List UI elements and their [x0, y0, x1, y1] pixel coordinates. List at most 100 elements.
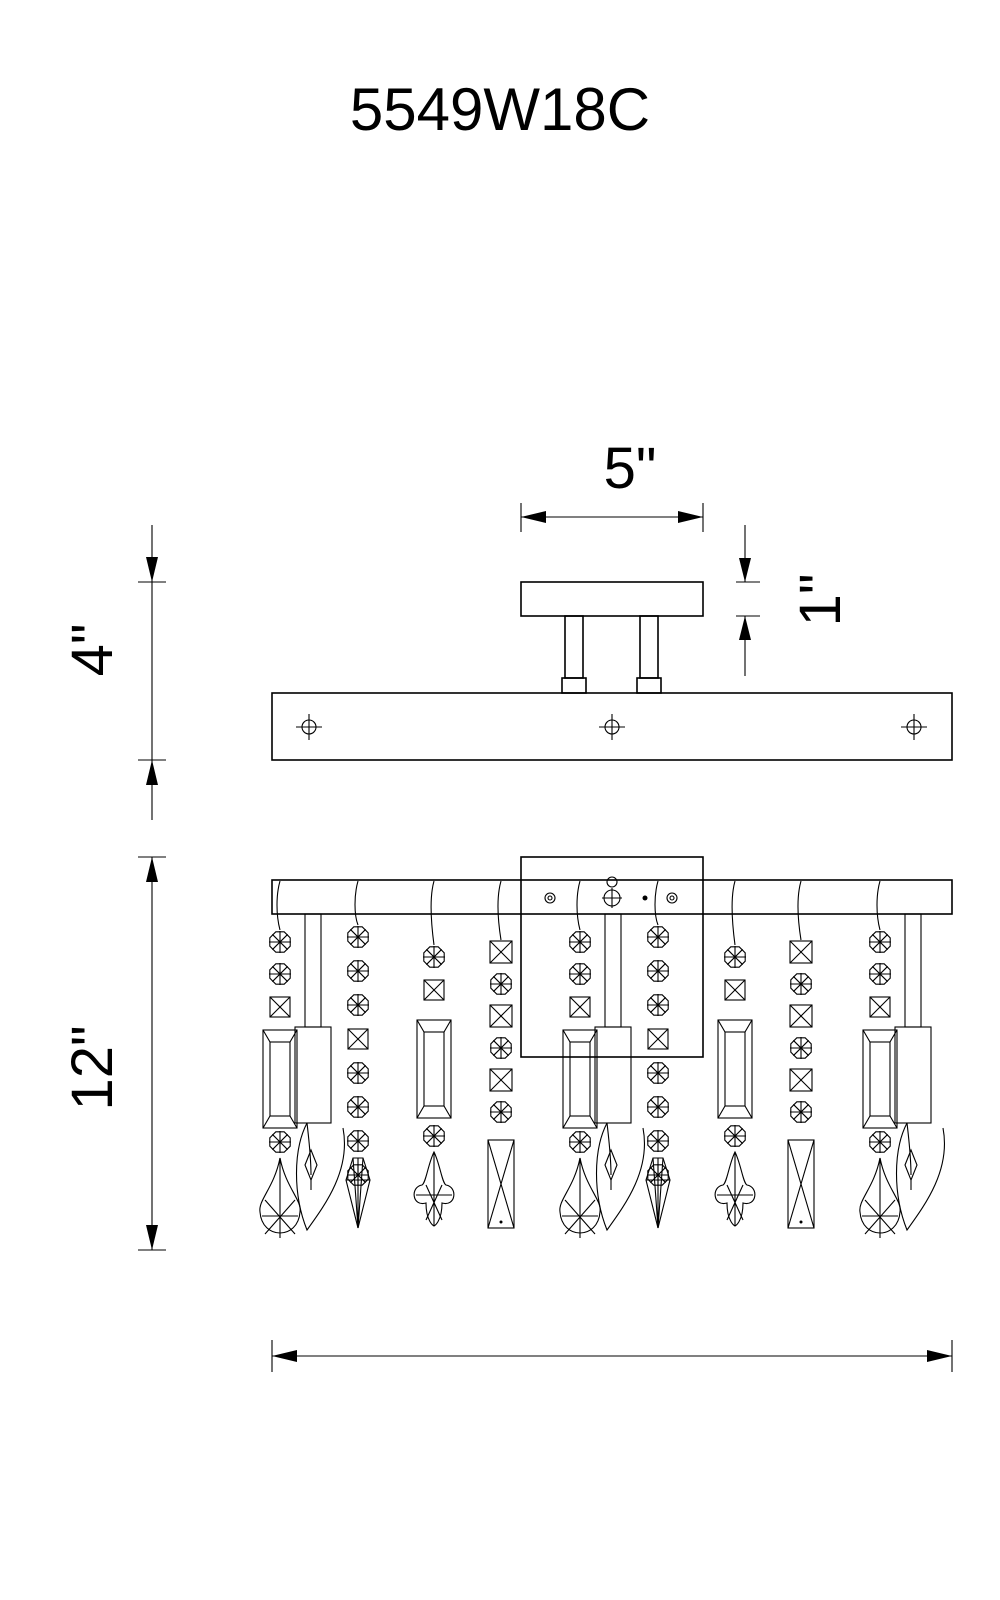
dimension-fixture-height-label: 12": [60, 1025, 125, 1110]
crystal-prism-icon: [416, 1019, 452, 1119]
crystal-octagon-icon: [347, 994, 369, 1016]
crystal-square-icon: [789, 1004, 813, 1028]
candle-bulb-icon: [894, 913, 945, 1232]
crystal-octagon-icon: [490, 1037, 512, 1059]
arrowhead-icon: [927, 1350, 952, 1362]
arrowhead-icon: [146, 557, 158, 582]
mounting-hole-crosshair-icon: [599, 714, 625, 740]
canopy-rod-right: [636, 615, 662, 694]
front-view: [259, 856, 953, 1238]
dimension-overall-width: [271, 1340, 953, 1372]
crystal-strand-flat: [787, 880, 815, 1229]
canopy-plate: [520, 581, 704, 617]
crystal-octagon-icon: [790, 1037, 812, 1059]
crystal-teardrop-icon: [259, 1157, 301, 1238]
arrowhead-icon: [272, 1350, 297, 1362]
dimension-canopy-width: 5": [520, 436, 704, 532]
crystal-strand-beads: [345, 880, 371, 1229]
crystal-strand-beads: [645, 880, 671, 1229]
crystal-strand-long-prism: [859, 880, 901, 1238]
arrowhead-icon: [521, 511, 546, 523]
crystal-square-icon: [869, 996, 891, 1018]
crystal-octagon-icon: [647, 994, 669, 1016]
crystal-octagon-icon: [569, 931, 591, 953]
crystal-octagon-icon: [647, 1096, 669, 1118]
crystal-octagon-icon: [724, 1125, 746, 1147]
model-number-title: 5549W18C: [350, 76, 650, 143]
crystal-square-icon: [789, 940, 813, 964]
crystal-teardrop-icon: [714, 1150, 756, 1227]
crystal-strand-short-prism: [714, 880, 756, 1227]
crystal-prism-icon: [487, 1139, 515, 1229]
dimension-top-view-depth: 4": [60, 525, 166, 820]
crystal-prism-icon: [862, 1029, 898, 1129]
dimension-top-view-depth-label: 4": [60, 624, 125, 677]
crystal-octagon-icon: [347, 926, 369, 948]
crystal-octagon-icon: [269, 963, 291, 985]
dimension-fixture-height: 12": [60, 856, 166, 1251]
crystal-octagon-icon: [490, 973, 512, 995]
arrowhead-icon: [146, 1225, 158, 1250]
crystal-prism-icon: [717, 1019, 753, 1119]
crystal-square-icon: [789, 1068, 813, 1092]
crystal-square-icon: [489, 1068, 513, 1092]
arrowhead-icon: [739, 616, 751, 640]
crystal-square-icon: [269, 996, 291, 1018]
canopy-screws: [544, 876, 678, 908]
dimension-canopy-depth: 1": [736, 525, 853, 676]
crystal-octagon-icon: [347, 1062, 369, 1084]
dimension-canopy-width-label: 5": [604, 436, 657, 501]
crystal-octagon-icon: [347, 1130, 369, 1152]
crystal-strand-short-prism: [413, 880, 455, 1227]
mounting-hole-crosshair-icon: [296, 714, 322, 740]
crystal-octagon-icon: [724, 946, 746, 968]
dimension-canopy-depth-label: 1": [788, 574, 853, 627]
crystal-square-icon: [647, 1028, 669, 1050]
front-canopy: [520, 856, 704, 1058]
crystal-teardrop-icon: [413, 1150, 455, 1227]
crystal-octagon-icon: [423, 1125, 445, 1147]
crystal-octagon-icon: [647, 926, 669, 948]
arrowhead-icon: [678, 511, 703, 523]
canopy-rod-left: [561, 615, 587, 694]
crystal-octagon-icon: [790, 1101, 812, 1123]
candle-bulb-icon: [594, 913, 645, 1232]
crystal-strand-long-prism: [259, 880, 301, 1238]
arrowhead-icon: [146, 760, 158, 785]
crystal-octagon-icon: [347, 1096, 369, 1118]
crystal-prism-icon: [562, 1029, 598, 1129]
arrowhead-icon: [146, 857, 158, 882]
crystal-octagon-icon: [647, 1130, 669, 1152]
top-view: [271, 581, 953, 761]
crystal-octagon-icon: [269, 931, 291, 953]
arrowhead-icon: [739, 558, 751, 582]
crystal-octagon-icon: [569, 963, 591, 985]
crystal-octagon-icon: [647, 1062, 669, 1084]
crystal-octagon-icon: [647, 960, 669, 982]
crystal-octagon-icon: [790, 973, 812, 995]
crystal-square-icon: [569, 996, 591, 1018]
crystal-square-icon: [724, 979, 746, 1001]
crystal-octagon-icon: [869, 1131, 891, 1153]
candle-bulb-icon: [294, 913, 345, 1232]
mounting-hole-crosshair-icon: [901, 714, 927, 740]
crystal-strand-long-prism: [559, 880, 601, 1238]
crystal-octagon-icon: [869, 963, 891, 985]
crystal-square-icon: [347, 1028, 369, 1050]
crystal-square-icon: [489, 940, 513, 964]
crystal-octagon-icon: [423, 946, 445, 968]
crystal-prism-icon: [787, 1139, 815, 1229]
crystal-square-icon: [489, 1004, 513, 1028]
crystal-square-icon: [423, 979, 445, 1001]
crystal-octagon-icon: [269, 1131, 291, 1153]
crystal-teardrop-icon: [345, 1157, 371, 1229]
crystal-teardrop-icon: [645, 1157, 671, 1229]
crystal-octagon-icon: [569, 1131, 591, 1153]
crystal-octagon-icon: [869, 931, 891, 953]
crystal-octagon-icon: [490, 1101, 512, 1123]
crystal-strand-flat: [487, 880, 515, 1229]
top-view-bar: [271, 692, 953, 761]
crystal-prism-icon: [262, 1029, 298, 1129]
crystal-teardrop-icon: [559, 1157, 601, 1238]
